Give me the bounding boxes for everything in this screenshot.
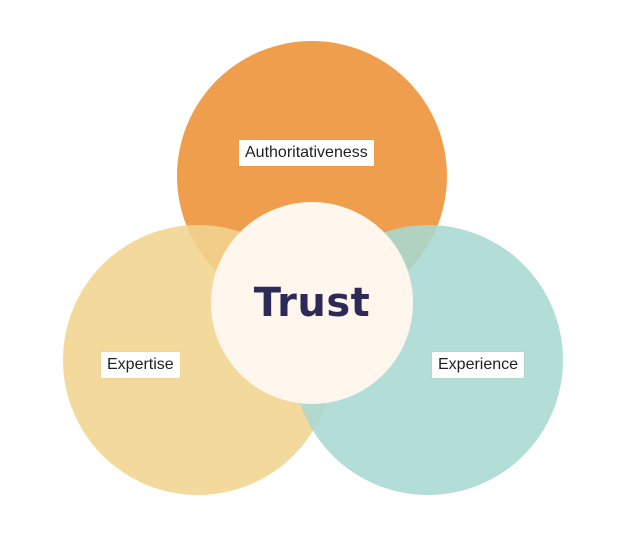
experience-label: Experience xyxy=(432,352,525,378)
trust-circle xyxy=(211,202,413,404)
trust-label: Trust xyxy=(253,280,371,326)
expertise-label: Expertise xyxy=(101,352,180,378)
authoritativeness-label: Authoritativeness xyxy=(239,140,374,166)
